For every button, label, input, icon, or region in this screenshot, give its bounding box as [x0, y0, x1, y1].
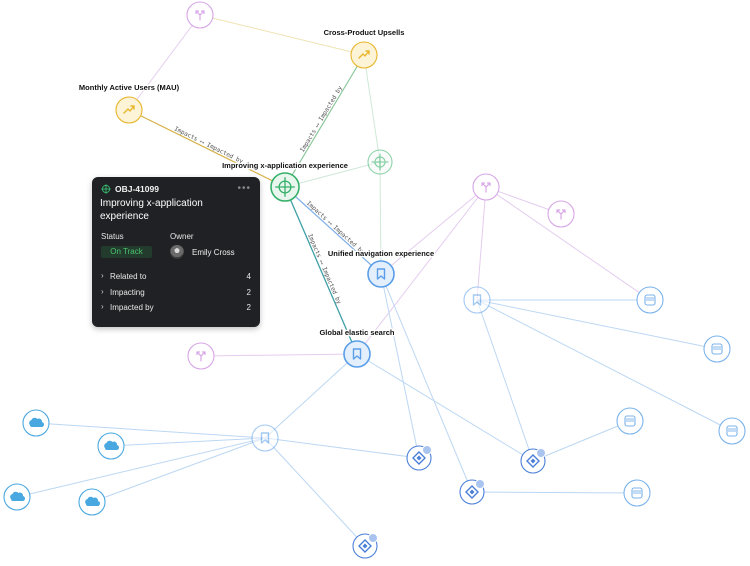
- edge-unified-jira3: [380, 273, 473, 493]
- jira-node-3[interactable]: [459, 479, 485, 505]
- edge-cross-obj_faint: [363, 54, 381, 163]
- objective-title: Improving x-application experience: [100, 198, 203, 222]
- edge-obj_faint-unified: [379, 161, 382, 275]
- edge-label-obj_main-global: Impacts ⟷ Impacted by: [306, 233, 343, 306]
- intercom-node-4[interactable]: [616, 407, 644, 435]
- chevron-right-icon: ›: [101, 287, 104, 296]
- salesforce-node-1[interactable]: [22, 409, 50, 437]
- salesforce-node-4[interactable]: [78, 488, 106, 516]
- edge-fork_r1-global: [356, 186, 487, 355]
- edge-fork_r1-proj_r: [476, 186, 487, 301]
- jira-node-2[interactable]: [520, 448, 546, 474]
- row-count: 2: [246, 288, 251, 297]
- edge-proj_l-sf3: [16, 437, 266, 498]
- edge-fork_top-cross: [199, 14, 365, 56]
- fork-node-top[interactable]: [186, 1, 214, 29]
- edge-label-mau-obj_main: Impacts ⟷ Impacted by: [173, 125, 244, 165]
- owner-name: Emily Cross: [192, 248, 235, 257]
- edge-unified-jira1: [380, 273, 420, 459]
- project-node-right[interactable]: [463, 286, 491, 314]
- chevron-right-icon: ›: [101, 302, 104, 311]
- fork-node-left[interactable]: [187, 342, 215, 370]
- edge-proj_l-jira1: [264, 437, 420, 459]
- graph-nodes: [3, 1, 746, 559]
- objective-detail-card: OBJ-41099 ••• Improving x-application ex…: [92, 177, 260, 327]
- edge-proj_r-ic3: [476, 299, 733, 432]
- edge-fork_r1-unified: [380, 186, 487, 275]
- row-count: 2: [246, 303, 251, 312]
- salesforce-node-3[interactable]: [3, 483, 31, 511]
- improving-experience-node[interactable]: [270, 172, 300, 202]
- status-label: Status: [101, 232, 124, 241]
- node-label-cross: Cross-Product Upsells: [324, 28, 405, 37]
- impacting-row[interactable]: › Impacting 2: [101, 287, 251, 299]
- unified-navigation-node[interactable]: [367, 260, 395, 288]
- crosshair-icon: [101, 184, 111, 194]
- edge-fork_r1-ic1: [485, 186, 651, 301]
- edge-global-fork_l: [200, 353, 358, 357]
- node-label-improving: Improving x-application experience: [222, 161, 348, 170]
- row-count: 4: [246, 272, 251, 281]
- edge-jira3-ic5: [471, 491, 638, 494]
- edge-obj_main-unified: [284, 186, 382, 275]
- jira-node-1[interactable]: [406, 445, 432, 471]
- related-to-row[interactable]: › Related to 4: [101, 271, 251, 283]
- objective-id: OBJ-41099: [115, 184, 159, 194]
- node-label-mau: Monthly Active Users (MAU): [79, 83, 180, 92]
- graph-node-labels: Monthly Active Users (MAU) Cross-Product …: [78, 27, 436, 339]
- more-options-icon[interactable]: •••: [237, 183, 251, 194]
- intercom-node-5[interactable]: [623, 479, 651, 507]
- project-node-left[interactable]: [251, 424, 279, 452]
- edge-proj_r-jira2: [476, 299, 534, 462]
- status-badge: On Track: [101, 246, 152, 258]
- objective-node-faint[interactable]: [367, 149, 393, 175]
- intercom-node-1[interactable]: [636, 286, 664, 314]
- graph-edges: [16, 14, 733, 547]
- edge-mau-obj_main: [128, 109, 286, 188]
- edge-label-cross-obj_main: Impacts ⟷ Impacted by: [299, 85, 344, 154]
- jira-node-4[interactable]: [352, 533, 378, 559]
- edge-global-proj_l: [264, 353, 358, 439]
- chevron-right-icon: ›: [101, 271, 104, 280]
- row-label: Related to: [110, 272, 147, 281]
- edge-cross-obj_main: [284, 54, 365, 188]
- edge-proj_l-sf2: [110, 437, 266, 447]
- intercom-node-3[interactable]: [718, 417, 746, 445]
- edge-proj_l-sf4: [91, 437, 266, 503]
- edge-fork_top-mau: [128, 14, 201, 111]
- fork-node-right-2[interactable]: [547, 200, 575, 228]
- owner-avatar: [170, 245, 184, 259]
- global-elastic-search-node[interactable]: [343, 340, 371, 368]
- node-label-global: Global elastic search: [319, 328, 394, 337]
- owner-label: Owner: [170, 232, 194, 241]
- card-header: OBJ-41099: [101, 184, 159, 194]
- mau-node[interactable]: [115, 96, 143, 124]
- edge-global-jira2: [356, 353, 534, 462]
- impacted-by-row[interactable]: › Impacted by 2: [101, 302, 251, 314]
- fork-node-right-1[interactable]: [472, 173, 500, 201]
- edge-proj_l-sf1: [35, 422, 266, 439]
- edge-proj_r-ic2: [476, 299, 718, 350]
- row-label: Impacting: [110, 288, 145, 297]
- edge-jira2-ic4: [532, 420, 631, 462]
- edge-proj_l-jira4: [264, 437, 366, 547]
- edge-obj_main-obj_faint: [284, 161, 381, 188]
- salesforce-node-2[interactable]: [97, 432, 125, 460]
- node-label-unified: Unified navigation experience: [328, 249, 434, 258]
- cross-product-upsells-node[interactable]: [350, 41, 378, 69]
- row-label: Impacted by: [110, 303, 154, 312]
- edge-obj_main-global: [284, 186, 358, 355]
- intercom-node-2[interactable]: [703, 335, 731, 363]
